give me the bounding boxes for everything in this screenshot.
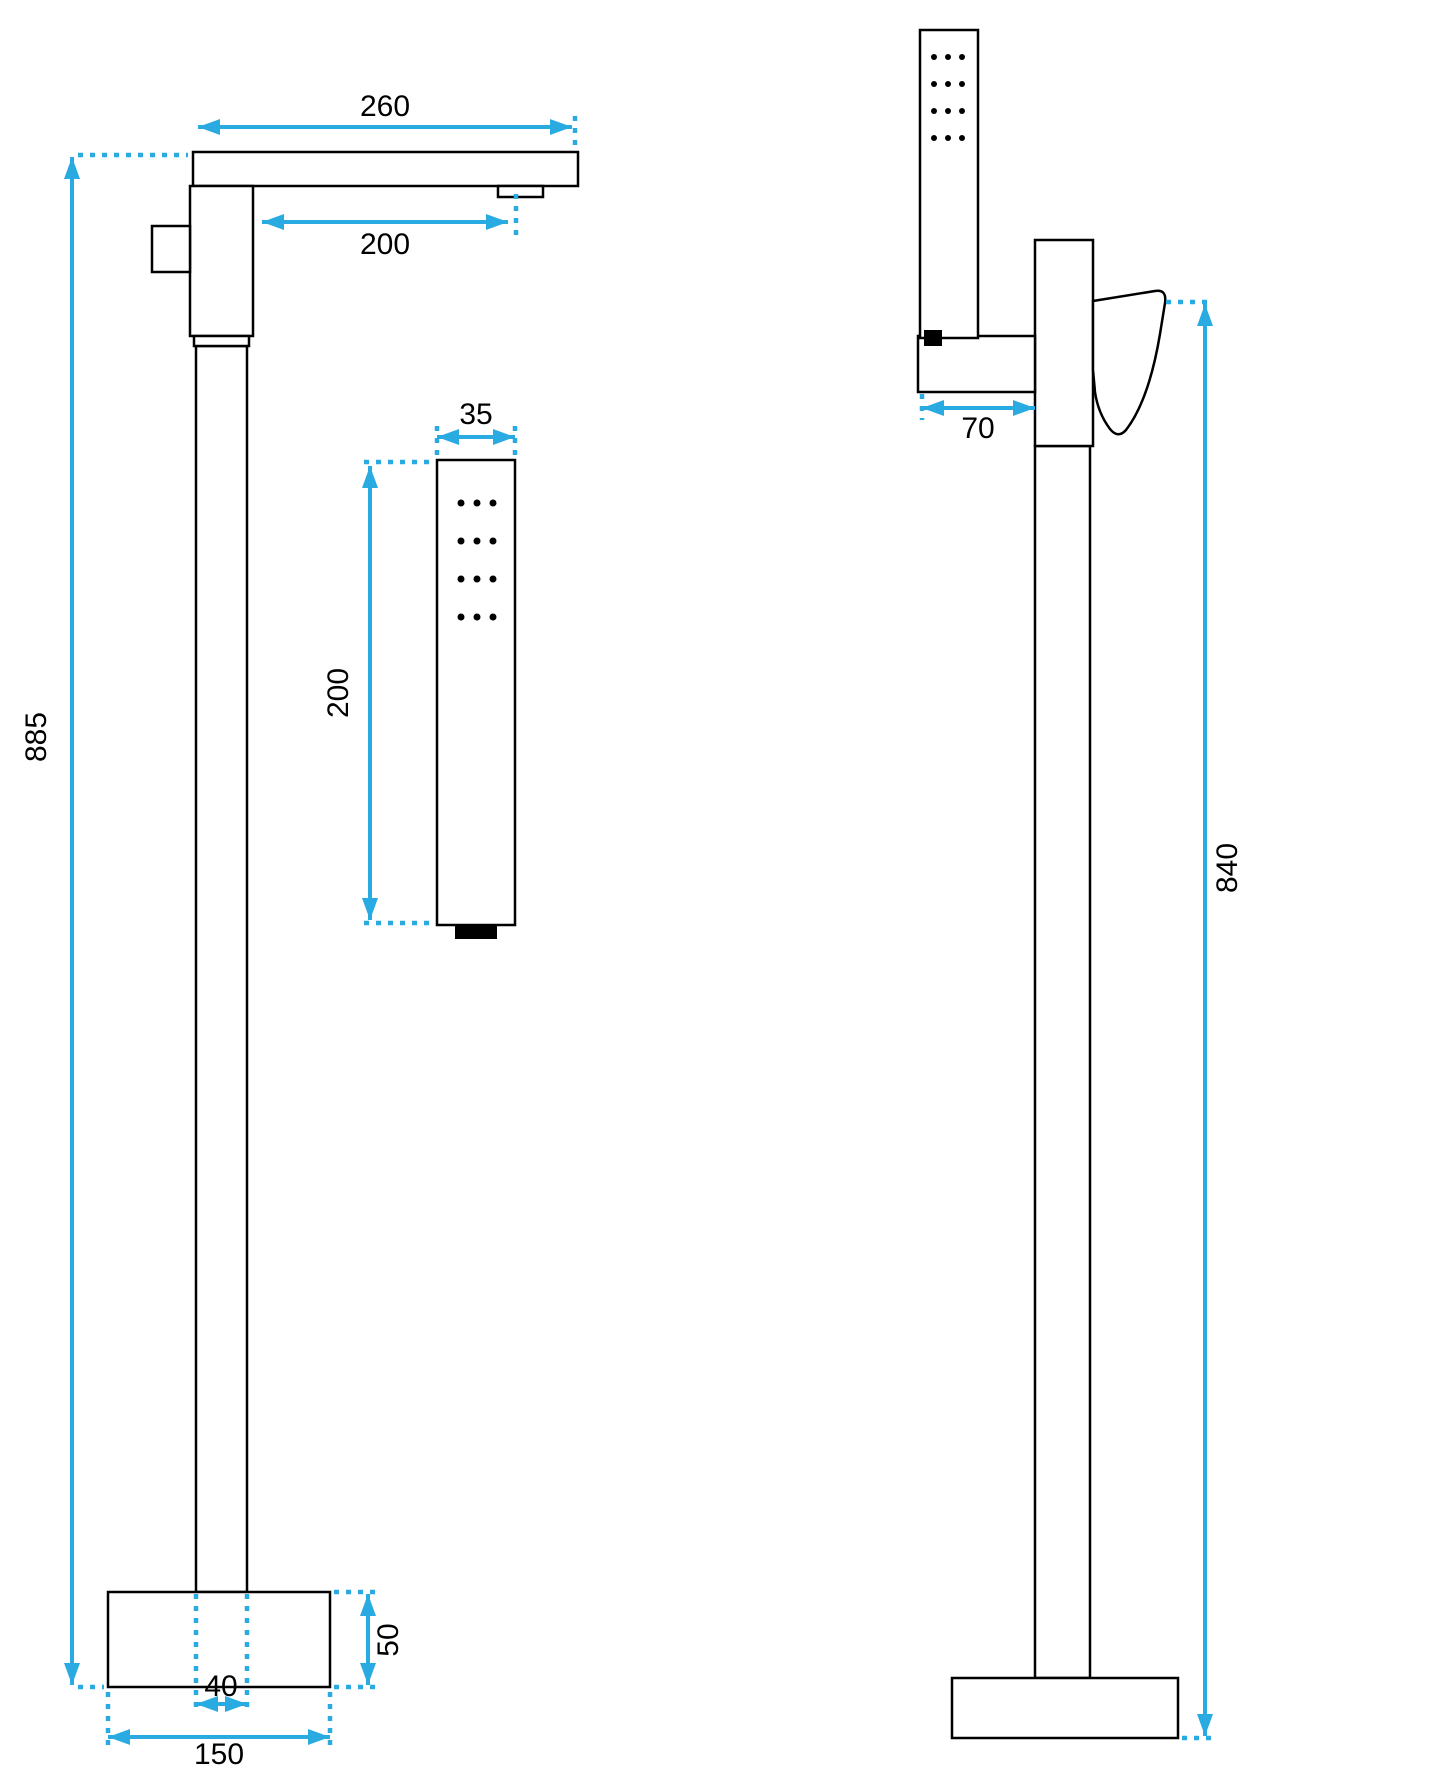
- hand-shower-body-front: [435, 458, 517, 927]
- hand-shower-front: [435, 458, 517, 939]
- side-view-drawing: [916, 28, 1180, 1740]
- hand-shower-nozzle-side: [924, 330, 942, 346]
- dim-spout-projection: 200: [262, 194, 519, 261]
- dim-label-column-width: 40: [204, 1670, 237, 1703]
- handle-front: [150, 224, 192, 274]
- hand-shower-nozzle-front: [455, 925, 497, 939]
- dim-spout-length: 260: [198, 90, 578, 148]
- dim-base-width: 150: [105, 1692, 333, 1769]
- column-front: [194, 344, 249, 1594]
- dim-label-hand-shower-width: 35: [459, 398, 492, 431]
- dim-overall-height: 840: [1166, 299, 1244, 1741]
- dim-bracket-depth: 70: [919, 394, 1035, 445]
- spray-dots-side: [931, 54, 965, 141]
- dim-label-base-width: 150: [194, 1738, 244, 1769]
- base-side: [950, 1676, 1180, 1740]
- dim-hand-shower-length: 200: [322, 459, 434, 926]
- hand-shower-body-side: [918, 28, 980, 340]
- spout-front: [191, 150, 580, 188]
- dim-total-height: 885: [20, 152, 188, 1690]
- mixer-body-side: [1033, 238, 1095, 448]
- dim-label-base-height: 50: [372, 1623, 405, 1656]
- dim-label-total-height: 885: [20, 712, 53, 762]
- base-front: [106, 1590, 332, 1689]
- dim-label-spout-projection: 200: [360, 228, 410, 261]
- dim-label-hand-shower-length: 200: [322, 668, 355, 718]
- dim-label-spout-length: 260: [360, 90, 410, 123]
- handle-side: [1091, 289, 1167, 436]
- front-view-drawing: [106, 150, 580, 1689]
- dim-label-bracket-depth: 70: [961, 412, 994, 445]
- dim-base-height: 50: [334, 1589, 405, 1690]
- mixer-collar-front: [192, 334, 251, 348]
- spray-dots-front: [457, 499, 497, 621]
- spout-aerator: [496, 184, 545, 199]
- dim-label-overall-height: 840: [1211, 843, 1244, 893]
- column-side: [1033, 444, 1092, 1680]
- dim-hand-shower-width: 35: [434, 398, 518, 455]
- dim-column-width: 40: [193, 1594, 250, 1714]
- mixer-body-front: [188, 184, 255, 338]
